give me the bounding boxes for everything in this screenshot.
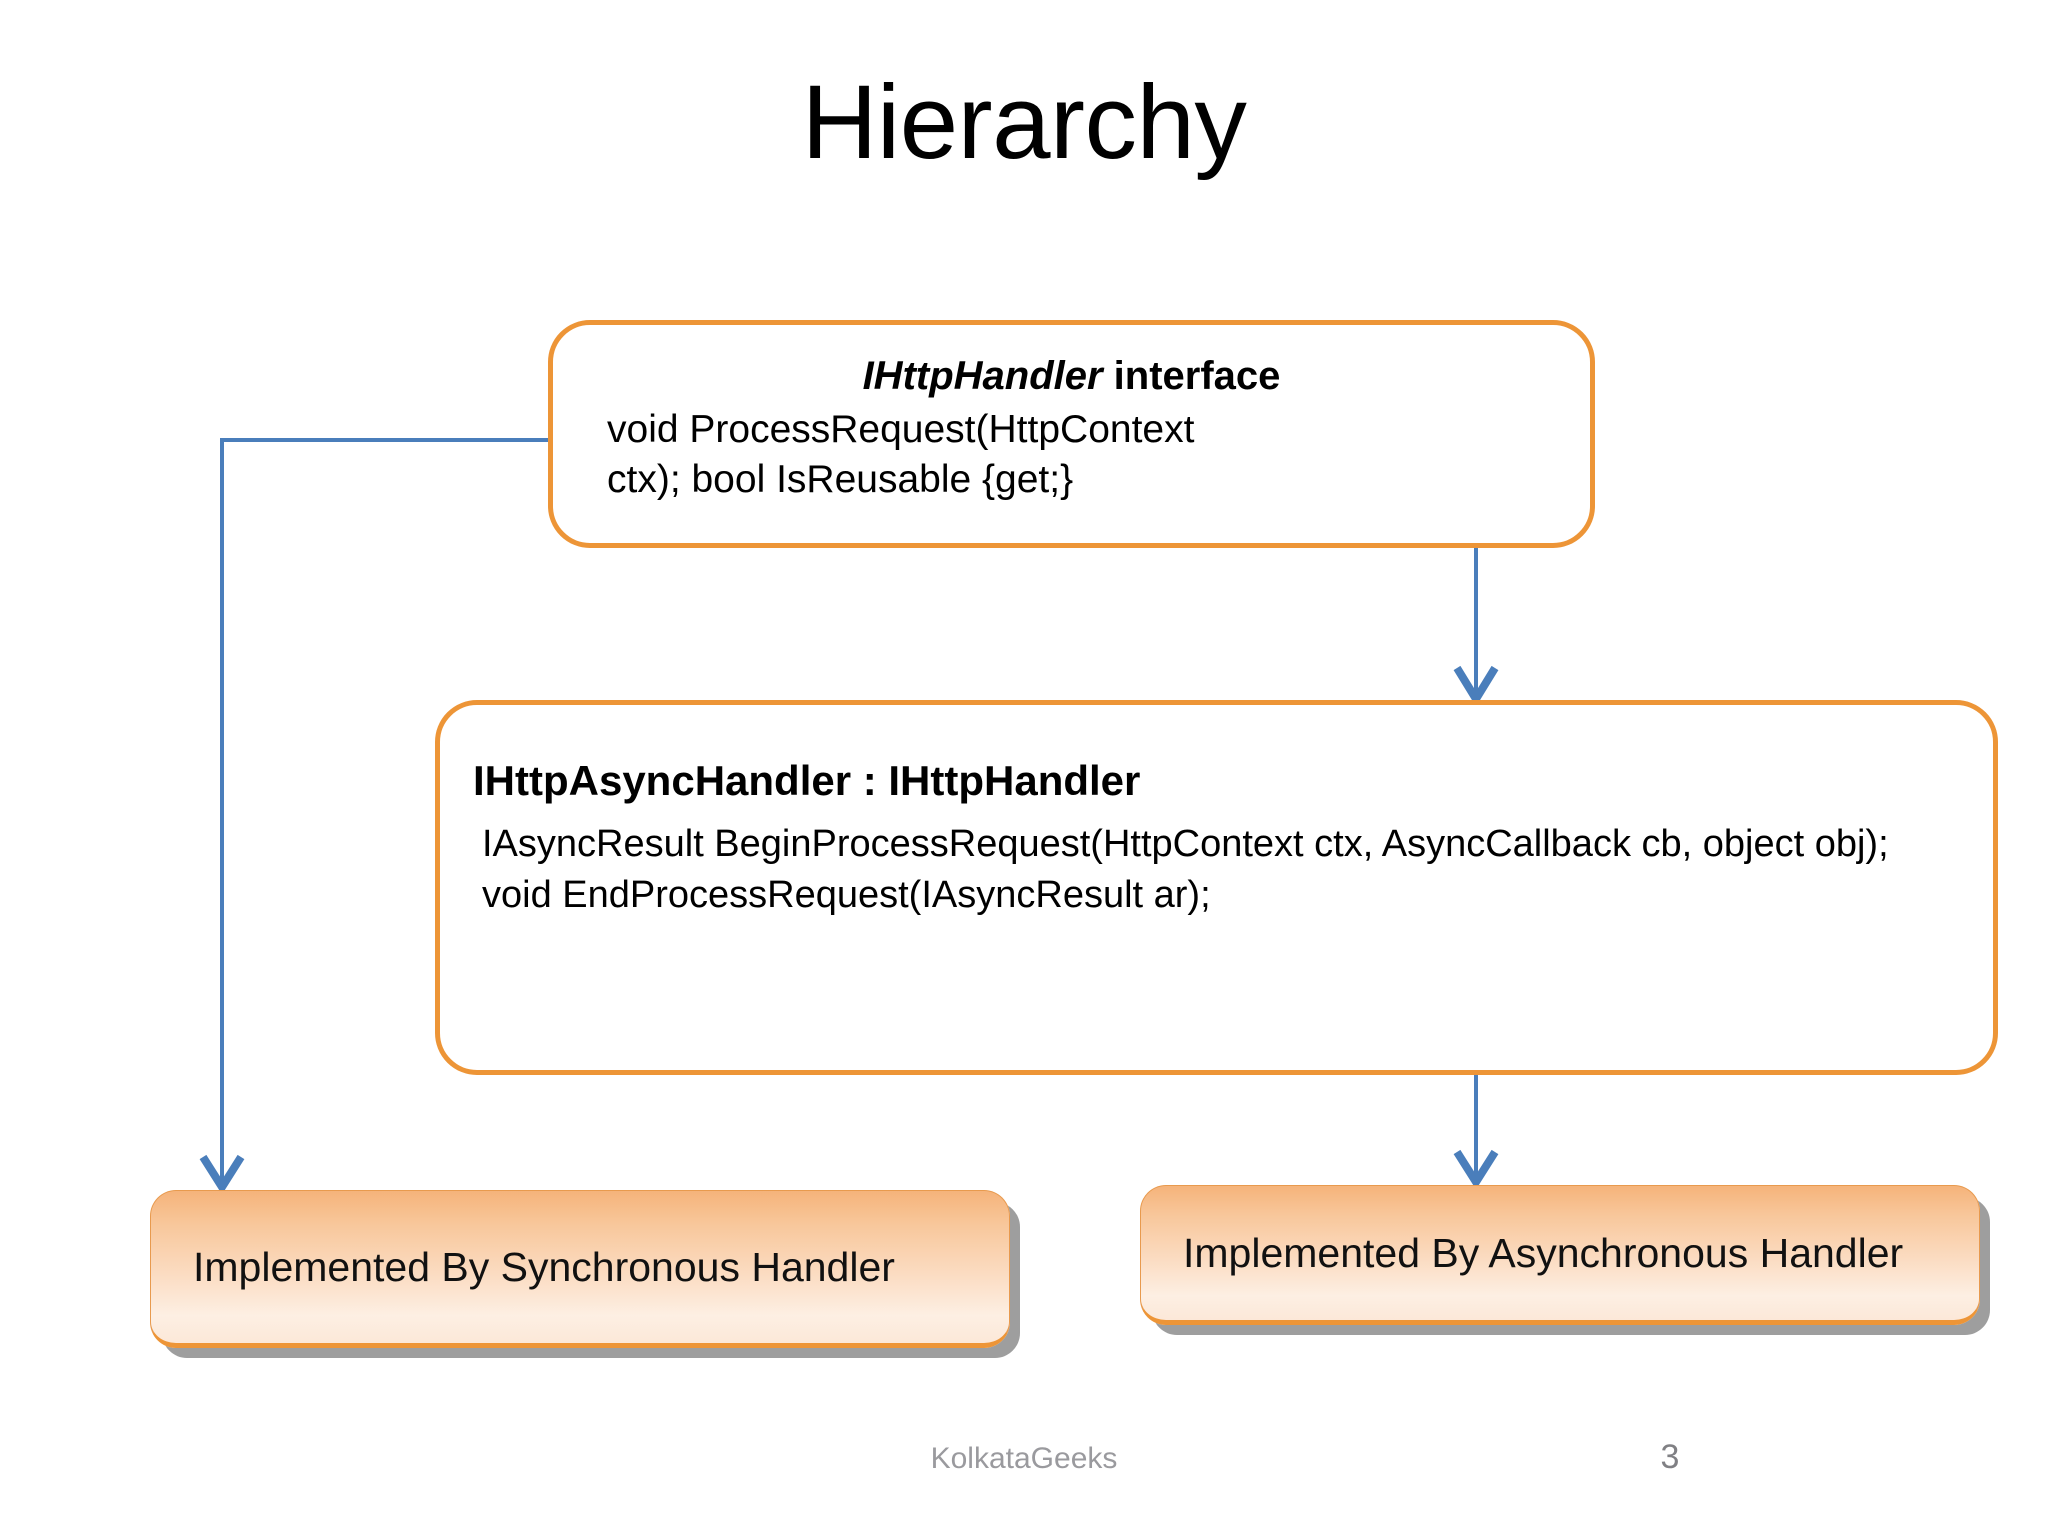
node-ihttphandler: IHttpHandler interface void ProcessReque…	[548, 320, 1595, 548]
node-ihttphandler-title: IHttpHandler interface	[553, 353, 1590, 399]
page-title: Hierarchy	[801, 64, 1247, 181]
footer-brand: KolkataGeeks	[930, 1442, 1118, 1475]
arrowhead-sync-icon	[199, 1154, 245, 1195]
node-ihttphandler-title-emphasis: IHttpHandler	[862, 354, 1103, 398]
impl-synchronous-handler-label: Implemented By Synchronous Handler	[193, 1243, 895, 1290]
arrowhead-async-icon	[1453, 1149, 1499, 1190]
impl-asynchronous-handler-box: Implemented By Asynchronous Handler	[1140, 1185, 1980, 1325]
node-ihttpasynchandler: IHttpAsyncHandler : IHttpHandler IAsyncR…	[435, 700, 1998, 1075]
node-ihttphandler-body-line-2: ctx); bool IsReusable {get;}	[607, 457, 1074, 501]
node-ihttpasynchandler-body: IAsyncResult BeginProcessRequest(HttpCon…	[440, 819, 1993, 921]
node-ihttpasynchandler-body-line-1: IAsyncResult BeginProcessRequest(HttpCon…	[482, 823, 1889, 866]
node-ihttpasynchandler-body-line-2: void EndProcessRequest(IAsyncResult ar);	[482, 874, 1211, 917]
node-ihttphandler-body-line-1: void ProcessRequest(HttpContext	[607, 408, 1195, 451]
arrowhead-async-inherit-icon	[1453, 665, 1499, 707]
impl-asynchronous-handler-label: Implemented By Asynchronous Handler	[1183, 1229, 1904, 1276]
node-ihttphandler-title-rest: interface	[1102, 354, 1281, 398]
impl-synchronous-handler-box: Implemented By Synchronous Handler	[150, 1190, 1010, 1348]
node-ihttpasynchandler-title: IHttpAsyncHandler : IHttpHandler	[473, 757, 1141, 804]
footer-page-number: 3	[1660, 1438, 1680, 1476]
node-ihttphandler-body: void ProcessRequest(HttpContext ctx); bo…	[553, 405, 1590, 505]
